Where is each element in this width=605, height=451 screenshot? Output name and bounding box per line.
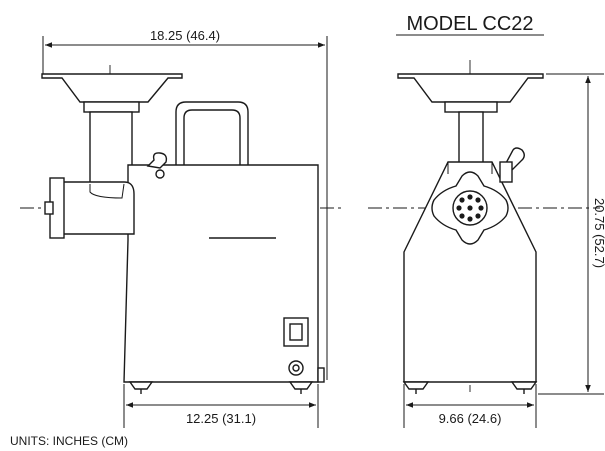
plate-hole (467, 205, 473, 211)
overall-height-label: 20.75 (52.7) (592, 198, 605, 268)
side-foot-left (128, 381, 154, 390)
front-feed-tray (397, 73, 544, 103)
side-worm-housing (57, 181, 135, 235)
side-cord-outlet (317, 367, 325, 383)
plate-hole (475, 213, 481, 219)
side-view (20, 36, 345, 428)
front-foot-left (402, 381, 430, 390)
side-handle-outer (175, 101, 249, 165)
side-indicator-light (292, 364, 300, 372)
side-knob-base (155, 169, 165, 179)
front-knob-post (499, 161, 513, 183)
side-switch-toggle (289, 323, 303, 341)
side-throat-joint (89, 183, 125, 199)
side-handle-inner (183, 109, 241, 165)
plate-hole (467, 194, 473, 200)
side-tightening-knob (146, 152, 168, 169)
front-tray-neck (444, 101, 498, 113)
units-note: UNITS: INCHES (CM) (10, 434, 128, 448)
plate-hole (478, 205, 484, 211)
model-title: MODEL CC22 (406, 13, 533, 35)
plate-hole (456, 205, 462, 211)
side-feed-throat (89, 111, 133, 185)
side-main-body (123, 164, 319, 383)
plate-hole (475, 197, 481, 203)
side-head-nut (44, 201, 54, 215)
overall-length-label: 18.25 (46.4) (150, 28, 220, 43)
front-plate-holes (456, 194, 484, 222)
base-length-label: 12.25 (31.1) (186, 411, 256, 426)
side-foot-right (288, 381, 314, 390)
front-view (368, 60, 604, 428)
side-tray-neck (83, 101, 140, 113)
side-feed-tray (41, 73, 183, 103)
plate-hole (459, 197, 465, 203)
plate-hole (467, 216, 473, 222)
plate-hole (459, 213, 465, 219)
base-width-label: 9.66 (24.6) (439, 411, 502, 426)
front-foot-right (510, 381, 538, 390)
